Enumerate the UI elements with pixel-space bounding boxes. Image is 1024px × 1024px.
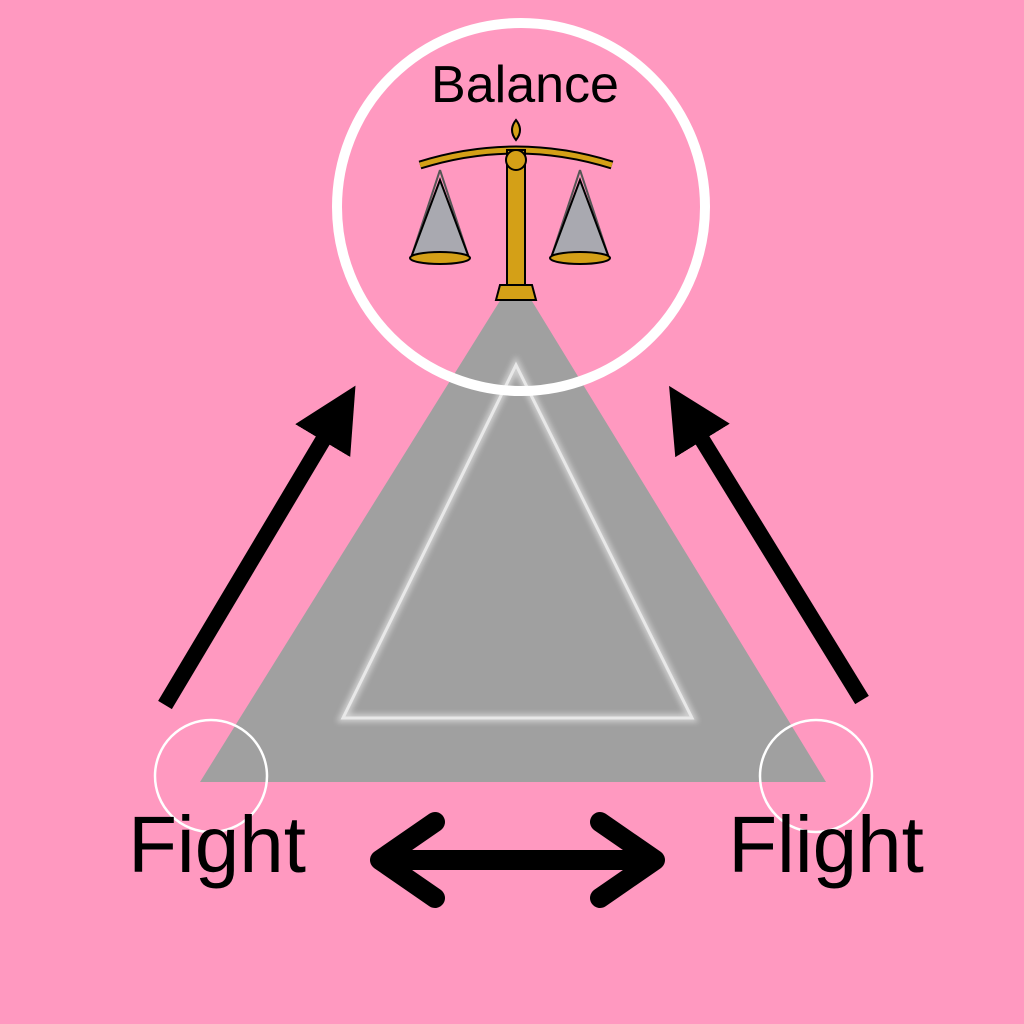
fight-flight-double-arrow bbox=[370, 812, 665, 908]
fight-circle bbox=[153, 718, 269, 834]
fight-to-balance-arrow bbox=[158, 385, 356, 710]
triangle bbox=[200, 275, 826, 782]
balance-label: Balance bbox=[431, 56, 619, 114]
inner-triangle-outline bbox=[336, 355, 699, 722]
balance-circle bbox=[332, 18, 710, 396]
flight-circle bbox=[758, 718, 874, 834]
flight-to-balance-arrow bbox=[669, 385, 869, 705]
fight-label: Fight bbox=[128, 800, 306, 889]
scales-of-justice-icon bbox=[409, 118, 614, 301]
flight-label: Flight bbox=[728, 800, 924, 889]
